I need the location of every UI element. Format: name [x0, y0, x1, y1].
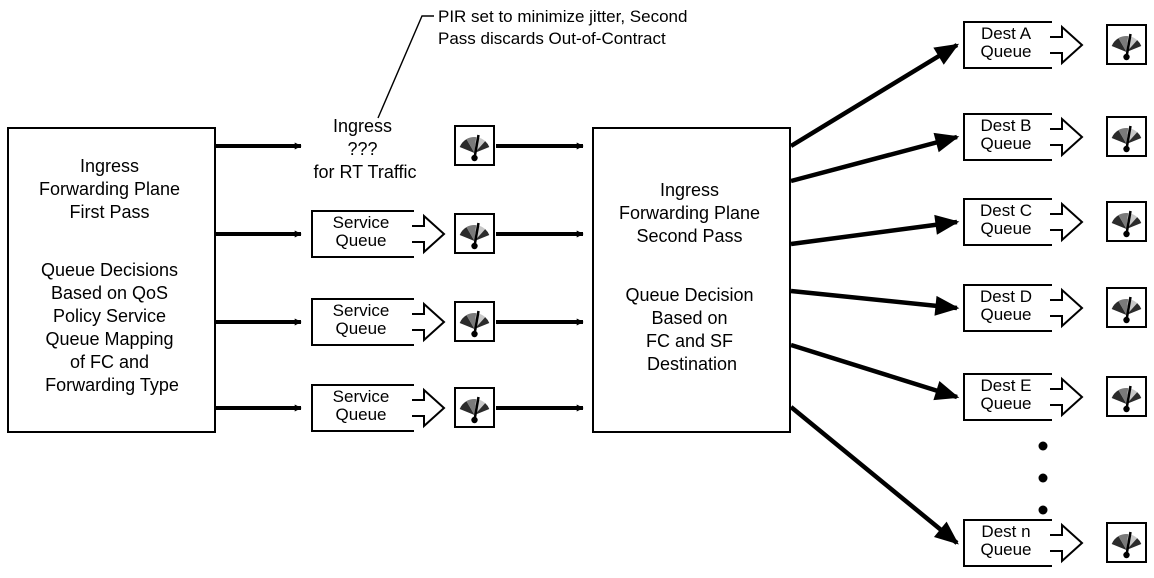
first-pass-text: Forwarding Type: [45, 375, 179, 395]
queue-label: Queue: [980, 42, 1031, 61]
gauge-meter-icon: [1106, 24, 1147, 65]
gauge-meter-icon: [1106, 522, 1147, 563]
second-pass-text: Destination: [647, 354, 737, 374]
gauge-meter-icon: [1106, 287, 1147, 328]
first-pass-box: Ingress Forwarding Plane First Pass Queu…: [7, 127, 216, 433]
hollow-arrow-icon: [412, 213, 446, 255]
queue-label: Service: [333, 387, 390, 406]
hollow-arrow-icon: [1050, 522, 1084, 564]
hollow-arrow-icon: [1050, 116, 1084, 158]
queue-label: Dest B: [980, 116, 1031, 135]
gauge-meter-icon: [1106, 201, 1147, 242]
queue-label: Queue: [980, 305, 1031, 324]
first-pass-text: of FC and: [70, 352, 149, 372]
first-pass-text: Based on QoS: [51, 283, 168, 303]
hollow-arrow-icon: [412, 387, 446, 429]
gauge-meter-icon: [1106, 376, 1147, 417]
first-pass-text: Policy Service: [53, 306, 166, 326]
queue-label: Queue: [335, 319, 386, 338]
queue-label: Service: [333, 301, 390, 320]
rt-traffic-label: Ingress ??? for RT Traffic: [313, 116, 416, 182]
hollow-arrow-icon: [412, 301, 446, 343]
annotation-leader-line: [377, 15, 434, 119]
second-pass-box: Ingress Forwarding Plane Second Pass Que…: [592, 127, 791, 433]
first-pass-text: Forwarding Plane: [39, 179, 180, 199]
hollow-arrow-icon: [1050, 376, 1084, 418]
gauge-meter-icon: [454, 301, 495, 342]
queue-label: Service: [333, 213, 390, 232]
svg-text:Ingress Forwarding Plane: Ingress Forwarding Plane First Pass Queu…: [39, 156, 185, 395]
second-pass-text: Second Pass: [636, 226, 742, 246]
second-pass-text: FC and SF: [646, 331, 733, 351]
arrow-to-dest-queue: [790, 214, 960, 247]
hollow-arrow-icon: [1050, 287, 1084, 329]
queue-label: Dest A: [981, 24, 1032, 43]
annotation-text: PIR set to minimize jitter, Second Pass …: [438, 7, 692, 48]
queue-label: Queue: [980, 394, 1031, 413]
arrow-to-dest-queue: [789, 43, 960, 148]
queue-label: Queue: [335, 405, 386, 424]
gauge-meter-icon: [1106, 116, 1147, 157]
arrow-to-dest-queue: [789, 405, 959, 545]
second-pass-text: Forwarding Plane: [619, 203, 760, 223]
arrow-to-dest-queue: [790, 288, 960, 316]
gauge-meter-icon: [454, 387, 495, 428]
first-pass-text: First Pass: [69, 202, 149, 222]
svg-text:Ingress Forwarding Plane: Ingress Forwarding Plane Second Pass Que…: [619, 180, 765, 374]
arrow-to-dest-queue: [790, 342, 960, 401]
queue-label: Dest E: [980, 376, 1031, 395]
gauge-meter-icon: [454, 213, 495, 254]
queue-label: Queue: [980, 134, 1031, 153]
second-pass-text: Based on: [651, 308, 727, 328]
first-pass-text: Queue Decisions: [41, 260, 178, 280]
queue-label: Dest n: [981, 522, 1030, 541]
queue-label: Dest D: [980, 287, 1032, 306]
queue-label: Queue: [980, 540, 1031, 559]
second-pass-text: Queue Decision: [625, 285, 753, 305]
hollow-arrow-icon: [1050, 24, 1084, 66]
arrow-to-dest-queue: [790, 132, 960, 184]
hollow-arrow-icon: [1050, 201, 1084, 243]
queue-label: Queue: [980, 219, 1031, 238]
queue-label: Queue: [335, 231, 386, 250]
first-pass-text: Ingress: [80, 156, 139, 176]
second-pass-text: Ingress: [660, 180, 719, 200]
first-pass-text: Queue Mapping: [45, 329, 173, 349]
ellipsis-dots-icon: [1038, 441, 1048, 515]
gauge-meter-icon: [454, 125, 495, 166]
queue-label: Dest C: [980, 201, 1032, 220]
